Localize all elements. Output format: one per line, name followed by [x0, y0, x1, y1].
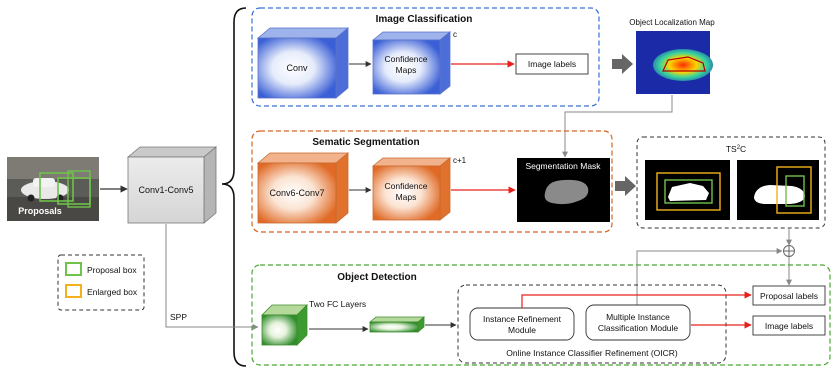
segmentation-panel [251, 130, 613, 233]
classification-panel [251, 7, 600, 107]
arrow-mic-to-plus [636, 248, 783, 305]
detection-spp-cube [261, 304, 308, 346]
instance-refinement-module [469, 307, 575, 341]
segmentation-channels: c+1 [453, 156, 467, 165]
detection-title: Object Detection [337, 272, 416, 283]
mic-module [585, 304, 691, 341]
arrow-to-ts2c [615, 176, 636, 196]
classification-confidence-cube [371, 31, 452, 95]
arrow-map-to-mask [562, 95, 673, 158]
detection-panel [251, 264, 831, 366]
enlarged-box-swatch [65, 284, 82, 298]
mic-line2: Classification Module [598, 323, 679, 333]
legend-box [57, 254, 145, 311]
legend-enlarged-label: Enlarged box [87, 287, 138, 297]
backbone-conv-label: Conv1-Conv5 [138, 185, 193, 195]
arrow-irm-to-proposal-labels [521, 291, 752, 308]
ts2c-title: TS2C [726, 144, 746, 154]
arrow-to-localization-map [612, 54, 633, 74]
classification-title: Image Classification [376, 14, 473, 25]
classification-channels: c [453, 30, 457, 39]
segmentation-confidence-line1: Confidence [384, 181, 427, 191]
oicr-panel [457, 284, 727, 364]
proposals-label: Proposals [18, 206, 62, 216]
detection-fc-layers [368, 316, 426, 333]
segmentation-confidence-cube [371, 157, 452, 221]
classification-confidence-line1: Confidence [384, 54, 427, 64]
ts2c-title-sup: 2 [737, 145, 741, 151]
classification-labels-box [515, 53, 589, 75]
segmentation-mask-label: Segmentation Mask [525, 161, 601, 171]
mic-line1: Multiple Instance [606, 312, 670, 322]
spp-label: SPP [170, 312, 187, 322]
irm-line2: Module [508, 325, 536, 335]
proposals-image [7, 157, 99, 221]
segmentation-title: Sematic Segmentation [312, 137, 419, 148]
irm-line1: Instance Refinement [483, 314, 562, 324]
spp-path [165, 224, 259, 330]
oicr-label: Online Instance Classifier Refinement (O… [506, 348, 678, 358]
branch-brace [221, 7, 247, 367]
ts2c-title-main: TS [726, 144, 737, 154]
localization-map-title: Object Localization Map [629, 18, 715, 27]
proposal-box-swatch [65, 262, 82, 276]
segmentation-mask-image [517, 158, 610, 222]
classification-confidence-line2: Maps [396, 65, 417, 75]
segmentation-conv-label: Conv6-Conv7 [269, 188, 324, 198]
classification-conv-cube [256, 27, 350, 99]
detection-image-labels-box [752, 315, 826, 336]
classification-conv-label: Conv [286, 63, 308, 73]
localization-map-image [636, 31, 713, 94]
segmentation-conv-cube [256, 152, 350, 224]
detection-proposal-labels-box [752, 285, 826, 306]
ts2c-panel [636, 136, 826, 229]
ts2c-image-right [737, 160, 819, 220]
fc-label: Two FC Layers [309, 299, 366, 309]
legend-proposal-label: Proposal box [87, 265, 137, 275]
detection-proposal-labels-text: Proposal labels [760, 291, 818, 301]
classification-labels-text: Image labels [528, 59, 576, 69]
segmentation-confidence-line2: Maps [396, 192, 417, 202]
detection-image-labels-text: Image labels [765, 321, 813, 331]
ts2c-title-end: C [740, 144, 746, 154]
ts2c-image-left [645, 160, 730, 220]
backbone-conv-block [126, 146, 218, 224]
